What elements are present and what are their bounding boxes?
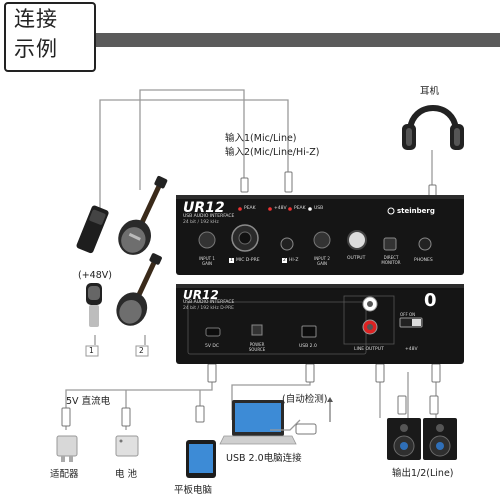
front-direct-monitor: DIRECT MONITOR xyxy=(381,255,401,265)
auto-detect-label: (自动检测) xyxy=(282,394,328,405)
front-mic-dpre: MIC D-PRE xyxy=(236,258,260,263)
front-peak1: PEAK xyxy=(244,206,256,211)
rear-power-source: POWER SOURCE xyxy=(248,342,266,352)
plug-usb xyxy=(305,363,315,383)
dc-port[interactable] xyxy=(205,327,221,337)
plug-battery xyxy=(121,407,131,427)
front-brand: steinberg xyxy=(397,207,435,215)
front-model: UR12 xyxy=(183,200,225,216)
front-output: OUTPUT xyxy=(347,256,366,261)
rear-model: UR12 xyxy=(183,288,219,302)
plug-speaker-1 xyxy=(397,395,407,415)
plug-speaker-2 xyxy=(429,395,439,415)
plug-tablet xyxy=(195,405,205,423)
port-box-1 xyxy=(85,345,99,357)
tablet-label: 平板电脑 xyxy=(174,485,213,496)
p48-led xyxy=(268,207,272,211)
battery-pack-icon xyxy=(115,435,139,457)
cable-lower-stubs xyxy=(94,335,146,345)
plug-input2 xyxy=(284,171,293,193)
output-knob[interactable] xyxy=(347,230,367,250)
electric-guitar-icon-2 xyxy=(116,253,162,326)
power-5v-label: 5V 直流电 xyxy=(66,396,111,407)
usb-cable-end-icon xyxy=(270,419,317,435)
auto-detect-arrow-icon xyxy=(327,397,333,422)
plug-out-1 xyxy=(375,363,385,383)
studio-monitor-speaker-right-icon xyxy=(423,418,457,460)
front-hiz: HI-Z xyxy=(289,258,299,263)
title-line-1: 连接 xyxy=(14,7,58,31)
cable-input1 xyxy=(99,99,289,212)
rear-line-output: LINE OUTPUT xyxy=(354,347,384,352)
laptop-icon xyxy=(219,400,297,445)
input2-label: 输入2(Mic/Line/Hi-Z) xyxy=(225,147,320,158)
front-ch1: 1 xyxy=(229,258,234,263)
condenser-microphone-icon xyxy=(86,283,102,327)
title-line-2: 示例 xyxy=(14,37,58,61)
adapter-label: 适配器 xyxy=(50,469,79,480)
cable-input2 xyxy=(139,89,245,190)
title-frame xyxy=(4,2,96,72)
headphones-icon xyxy=(402,105,464,150)
direct-monitor-button[interactable] xyxy=(383,237,397,251)
input1-label: 输入1(Mic/Line) xyxy=(225,133,297,144)
port-label-1: 1 xyxy=(89,346,94,355)
device-front-panel xyxy=(176,195,464,275)
power-source-switch[interactable] xyxy=(251,324,263,336)
peak-led-1 xyxy=(238,207,242,211)
battery-label: 电 池 xyxy=(115,469,138,480)
usb-led xyxy=(308,207,312,211)
port-label-2: 2 xyxy=(139,346,144,355)
studio-monitor-speaker-left-icon xyxy=(387,418,421,460)
steinberg-logo-icon xyxy=(387,207,395,215)
front-ch2: 2 xyxy=(282,258,287,263)
front-input1-gain: INPUT 1 GAIN xyxy=(199,256,215,266)
plug-adapter xyxy=(61,407,71,427)
gain-knob-2[interactable] xyxy=(313,231,331,249)
rear-usb20: USB 2.0 xyxy=(299,344,317,349)
usb-connect-label: USB 2.0电脑连接 xyxy=(226,453,302,464)
plug-input1 xyxy=(240,177,249,193)
device-rear-panel xyxy=(176,284,464,364)
power-adapter-icon xyxy=(56,435,78,462)
peak-led-2 xyxy=(288,207,292,211)
rear-5vdc: 5V DC xyxy=(205,344,219,349)
front-usb: USB xyxy=(314,206,324,211)
front-sub2: 24 bit / 192 kHz xyxy=(183,220,219,225)
rear-zero-digit: 0 xyxy=(424,290,437,311)
headphones-label: 耳机 xyxy=(420,86,440,97)
cable-outputs xyxy=(379,372,437,418)
front-sub1: USB AUDIO INTERFACE xyxy=(183,214,235,219)
usb-b-port[interactable] xyxy=(301,325,317,338)
rear-off-on: OFF ON xyxy=(400,312,416,317)
rear-48v: +48V xyxy=(405,347,418,352)
dynamic-microphone-icon xyxy=(76,205,109,254)
hiz-jack[interactable] xyxy=(280,237,294,251)
plug-out-2 xyxy=(431,363,441,383)
port-box-2 xyxy=(135,345,149,357)
front-input2-gain: INPUT 2 GAIN xyxy=(314,256,330,266)
title-bar xyxy=(96,33,500,47)
front-peak2: PEAK xyxy=(294,206,306,211)
plugs xyxy=(61,171,441,427)
plug-dc xyxy=(207,363,217,383)
output-label: 输出1/2(Line) xyxy=(392,468,454,479)
front-phones: PHONES xyxy=(414,258,433,263)
electric-guitar-icon xyxy=(118,175,168,255)
phantom-label: (+48V) xyxy=(78,270,112,281)
rear-sub1: USB AUDIO INTERFACE xyxy=(183,300,235,305)
gain-knob-1[interactable] xyxy=(198,231,216,249)
front-48v: +48V xyxy=(274,206,287,211)
rear-sub2: 24 bit / 192 kHz D-PRE xyxy=(183,306,234,311)
tablet-icon xyxy=(186,440,216,478)
phones-jack[interactable] xyxy=(418,237,432,251)
